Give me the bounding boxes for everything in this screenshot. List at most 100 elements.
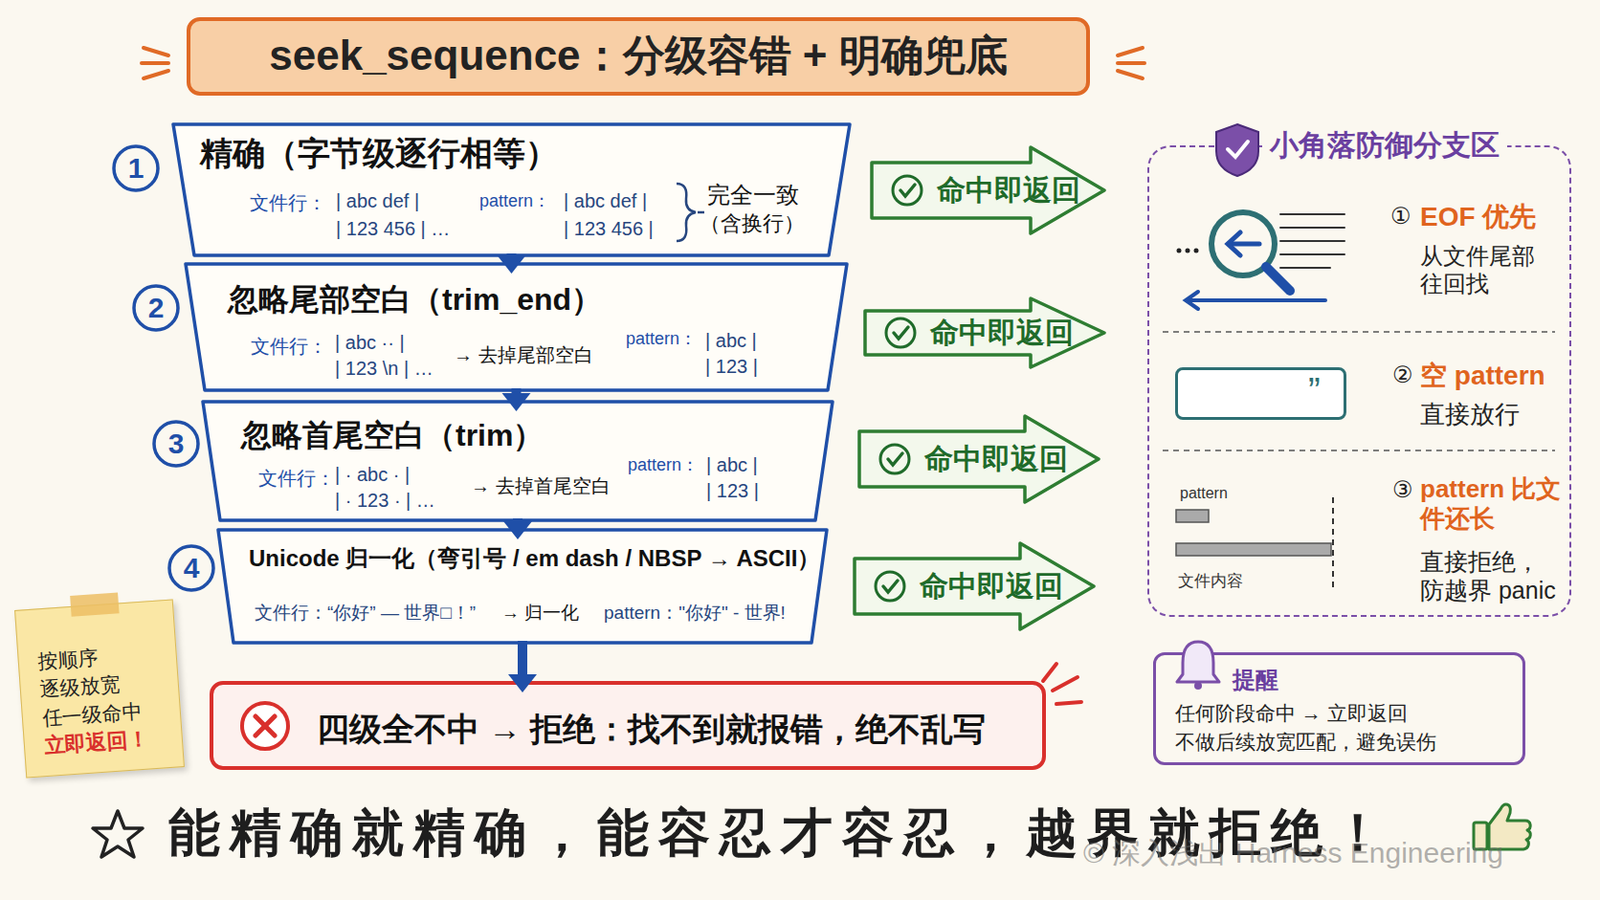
node-text: 文件行： (250, 334, 328, 358)
decor-line (1280, 226, 1345, 229)
node-text: 文件内容 (1177, 572, 1244, 592)
node-heading: 四级全不中 → 拒绝：找不到就报错，绝不乱写 (316, 710, 986, 750)
node-text: | abc | (706, 453, 758, 477)
node-text: pattern： (627, 455, 699, 477)
panel-separators (1162, 332, 1556, 451)
node-text: → 去掉首尾空白 (470, 474, 611, 498)
node-text: | 123 456 | (563, 217, 654, 241)
callout-number: 3 (155, 422, 198, 466)
check-mark (900, 184, 915, 197)
node-text: | abc def | (335, 189, 420, 213)
bell-clapper (1194, 682, 1202, 690)
decor-rect (1176, 543, 1332, 556)
brace (676, 183, 696, 242)
arrow-head (497, 255, 527, 274)
node-text: | abc def | (563, 189, 647, 213)
star-icon (92, 811, 143, 858)
node-heading: 命中即返回 (936, 173, 1081, 208)
callout-number: 4 (170, 547, 213, 590)
sticky-note: 按顺序 逐级放宽 任一级命中立即返回！ (14, 599, 185, 778)
node-heading: 提醒 (1232, 666, 1279, 695)
arrow-outline (859, 416, 1099, 503)
flow-arrow (503, 518, 533, 540)
decor-polyline (1227, 232, 1241, 256)
check-circle (875, 572, 905, 601)
check-circle (880, 444, 910, 474)
arrow-stem (507, 253, 517, 259)
node-heading: 小角落防御分支区 (1262, 128, 1508, 163)
arrow-stem (517, 641, 528, 678)
node-text: （含换行） (699, 211, 805, 237)
arrow-outline (871, 147, 1105, 234)
decor-polyline (1185, 291, 1199, 310)
hit-arrow: 命中即返回 (851, 540, 1097, 633)
check-circle (886, 318, 915, 348)
decor-line (143, 47, 169, 56)
watermark: © 深入浅出 Harness Engineering (1083, 836, 1504, 871)
decor-line (1043, 664, 1057, 682)
arrow-head (502, 393, 532, 412)
decor-polygon (92, 811, 143, 858)
decor-line (1280, 253, 1345, 256)
decor-line (1332, 497, 1334, 592)
flow-arrow (497, 253, 527, 274)
arrow-outline (854, 543, 1094, 630)
decor-circle (154, 422, 199, 467)
node-text: EOF 优先 (1420, 200, 1536, 234)
node-text: → 归一化 (501, 602, 579, 625)
hit-arrow: 命中即返回 (868, 144, 1108, 237)
decor-line (1117, 70, 1143, 79)
decor-circle (113, 146, 158, 191)
decor-circle (133, 286, 178, 331)
magnifier-icon (1177, 212, 1346, 310)
node-text: pattern (1179, 484, 1228, 503)
hit-arrow: 命中即返回 (862, 295, 1108, 371)
node-text: | · abc · | (334, 463, 410, 487)
decor-line (1186, 298, 1326, 303)
node-text: 任何阶段命中 → 立即返回 不做后续放宽匹配，避免误伤 (1175, 699, 1520, 758)
node-text: | 123 | (705, 355, 758, 378)
flow-arrow (508, 641, 537, 693)
node-text: 空 pattern (1420, 359, 1546, 393)
node-heading: 按顺序 逐级放宽 任一级命中 (37, 639, 168, 733)
title: seek_sequence：分级容错 + 明确兜底 (190, 30, 1087, 82)
node-heading: 命中即返回 (930, 315, 1074, 351)
arrow-head (503, 521, 533, 540)
node-heading: Unicode 归一化（弯引号 / em dash / NBSP → ASCII… (248, 545, 821, 574)
stage-trapezoid: 精确（字节级逐行相等）文件行：| abc def || 123 456 | …p… (171, 122, 852, 258)
arrow-head (508, 674, 537, 693)
reject-box: 四级全不中 → 拒绝：找不到就报错，绝不乱写 (209, 681, 1046, 771)
stage-outline (202, 401, 833, 521)
decor-line (1162, 331, 1556, 334)
decor-line (1052, 677, 1078, 691)
check-mark (883, 580, 898, 593)
cross (255, 716, 275, 736)
defense-panel: 小角落防御分支区①EOF 优先从文件尾部 往回找②空 pattern直接放行pa… (1147, 145, 1572, 618)
node-text: pattern 比文件还长 (1420, 474, 1564, 534)
decor-line (1266, 266, 1290, 291)
node-text: 文件行：“你好” — 世界□！” (254, 602, 476, 625)
stage-trapezoid: 忽略尾部空白（trim_end）文件行：| abc ·· || 123 \n |… (183, 262, 849, 393)
decor-line (1280, 240, 1345, 243)
reminder-box: 提醒任何阶段命中 → 立即返回 不做后续放宽匹配，避免误伤 (1153, 652, 1526, 766)
shield-icon (1216, 124, 1259, 177)
stage-trapezoid: 忽略首尾空白（trim）文件行：| · abc · || · 123 · | …… (200, 400, 835, 523)
node-text: 完全一致 (707, 181, 800, 210)
node-heading: 忽略尾部空白（trim_end） (227, 281, 602, 318)
node-text: | 123 \n | … (334, 356, 434, 380)
tape (69, 592, 119, 617)
node-text: pattern： (479, 191, 551, 213)
decor-rect (1176, 510, 1209, 523)
length-bars (1176, 497, 1334, 592)
stage-outline (185, 264, 847, 391)
flow-arrow (502, 388, 532, 412)
alert-marks (1043, 664, 1082, 705)
node-heading: 命中即返回 (919, 569, 1064, 604)
shield-check (1227, 141, 1248, 157)
decor-circle (1185, 248, 1191, 254)
arrow-stem (511, 388, 522, 397)
node-text: ② (1392, 361, 1414, 390)
node-text: 文件行： (249, 191, 327, 215)
node-text: | · 123 · | … (334, 488, 436, 512)
